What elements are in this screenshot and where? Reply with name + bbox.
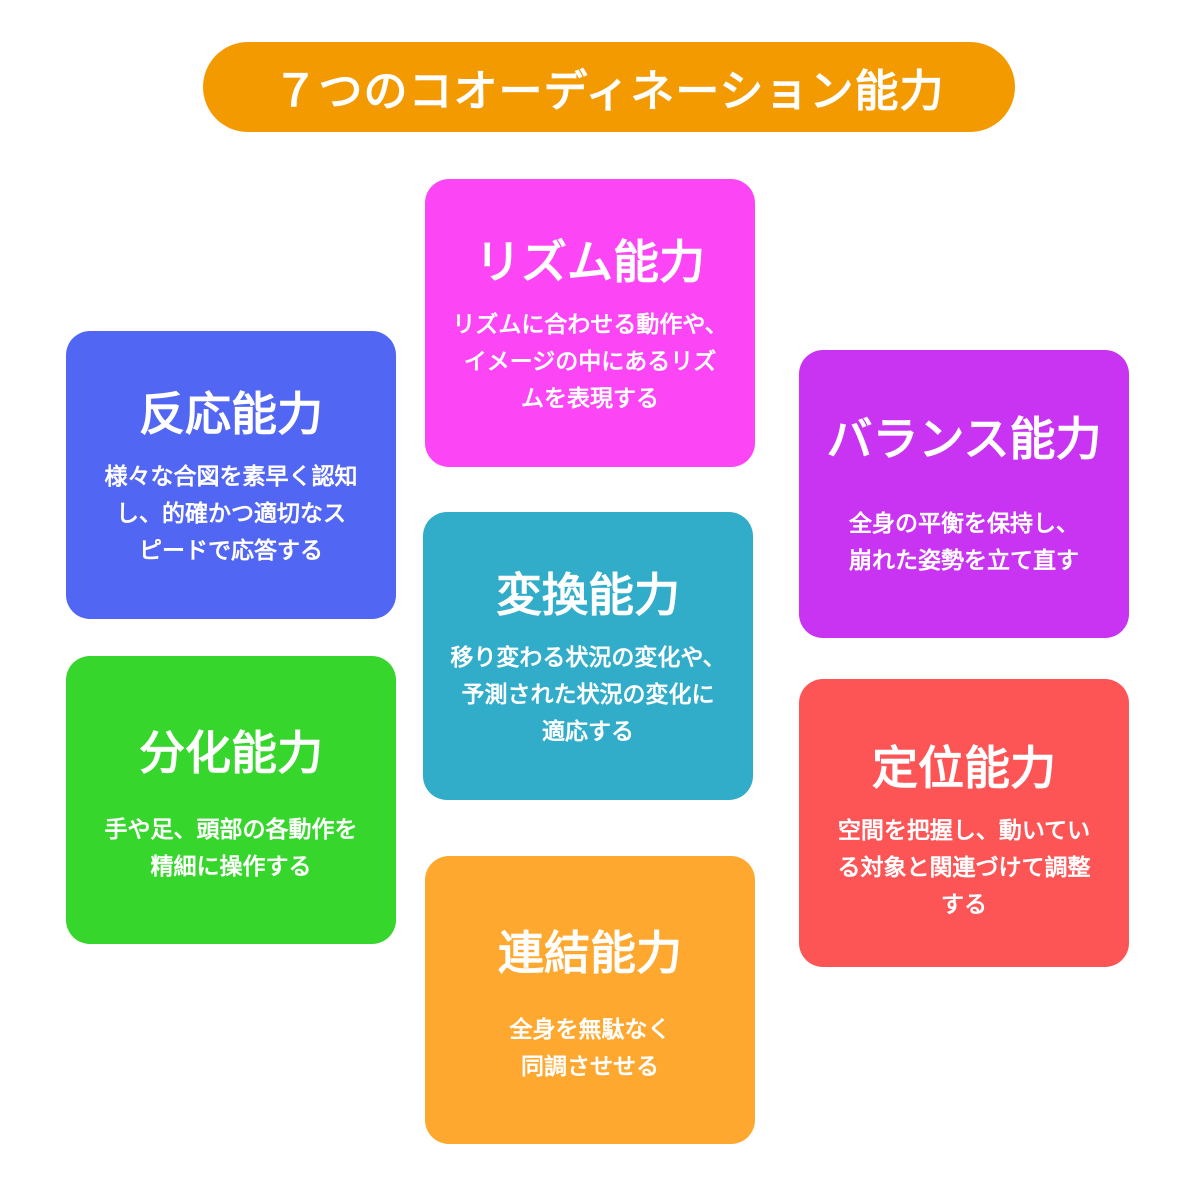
description-line: ピードで応答する — [139, 538, 323, 564]
card-conversion: 変換能力 移り変わる状況の変化や、 予測された状況の変化に 適応する — [423, 512, 753, 800]
description-line: 全身を無駄なく — [509, 1017, 671, 1043]
card-reaction: 反応能力 様々な合図を素早く認知 し、的確かつ適切なス ピードで応答する — [66, 331, 396, 619]
description-line: 様々な合図を素早く認知 — [104, 464, 358, 490]
card-description: 様々な合図を素早く認知 し、的確かつ適切なス ピードで応答する — [84, 459, 378, 570]
description-line: イメージの中にあるリズ — [463, 349, 717, 375]
card-title: リズム能力 — [475, 235, 705, 289]
description-line: 予測された状況の変化に — [461, 682, 715, 708]
title-banner: ７つのコオーディネーション能力 — [203, 42, 1015, 132]
description-line: 移り変わる状況の変化や、 — [450, 645, 726, 671]
description-line: る対象と関連づけて調整 — [837, 855, 1091, 881]
page-title: ７つのコオーディネーション能力 — [273, 66, 945, 117]
description-line: 手や足、頭部の各動作を — [104, 817, 358, 843]
description-line: 同調させせる — [521, 1054, 659, 1080]
description-line: 空間を把握し、動いてい — [837, 818, 1091, 844]
card-description: リズムに合わせる動作や、 イメージの中にあるリズ ムを表現する — [443, 307, 737, 418]
description-line: 崩れた姿勢を立て直す — [849, 548, 1079, 574]
card-linking: 連結能力 全身を無駄なく 同調させせる — [425, 856, 755, 1144]
card-description: 移り変わる状況の変化や、 予測された状況の変化に 適応する — [441, 640, 735, 751]
card-balance: バランス能力 全身の平衡を保持し、 崩れた姿勢を立て直す — [799, 350, 1129, 638]
card-differentiation: 分化能力 手や足、頭部の各動作を 精細に操作する — [66, 656, 396, 944]
card-title: 変換能力 — [496, 568, 680, 622]
description-line: 精細に操作する — [150, 854, 312, 880]
description-line: し、的確かつ適切なス — [116, 501, 346, 527]
card-rhythm: リズム能力 リズムに合わせる動作や、 イメージの中にあるリズ ムを表現する — [425, 179, 755, 467]
card-description: 手や足、頭部の各動作を 精細に操作する — [84, 812, 378, 886]
description-line: する — [941, 892, 987, 918]
card-title: バランス能力 — [826, 412, 1102, 466]
card-description: 全身の平衡を保持し、 崩れた姿勢を立て直す — [817, 506, 1111, 580]
card-title: 分化能力 — [139, 726, 323, 780]
description-line: 全身の平衡を保持し、 — [849, 511, 1079, 537]
card-title: 反応能力 — [139, 387, 323, 441]
description-line: 適応する — [542, 719, 634, 745]
description-line: リズムに合わせる動作や、 — [452, 312, 728, 338]
card-title: 定位能力 — [872, 741, 1056, 795]
card-description: 全身を無駄なく 同調させせる — [443, 1012, 737, 1086]
card-description: 空間を把握し、動いてい る対象と関連づけて調整 する — [817, 813, 1111, 924]
description-line: ムを表現する — [521, 386, 659, 412]
card-positioning: 定位能力 空間を把握し、動いてい る対象と関連づけて調整 する — [799, 679, 1129, 967]
card-title: 連結能力 — [498, 926, 682, 980]
